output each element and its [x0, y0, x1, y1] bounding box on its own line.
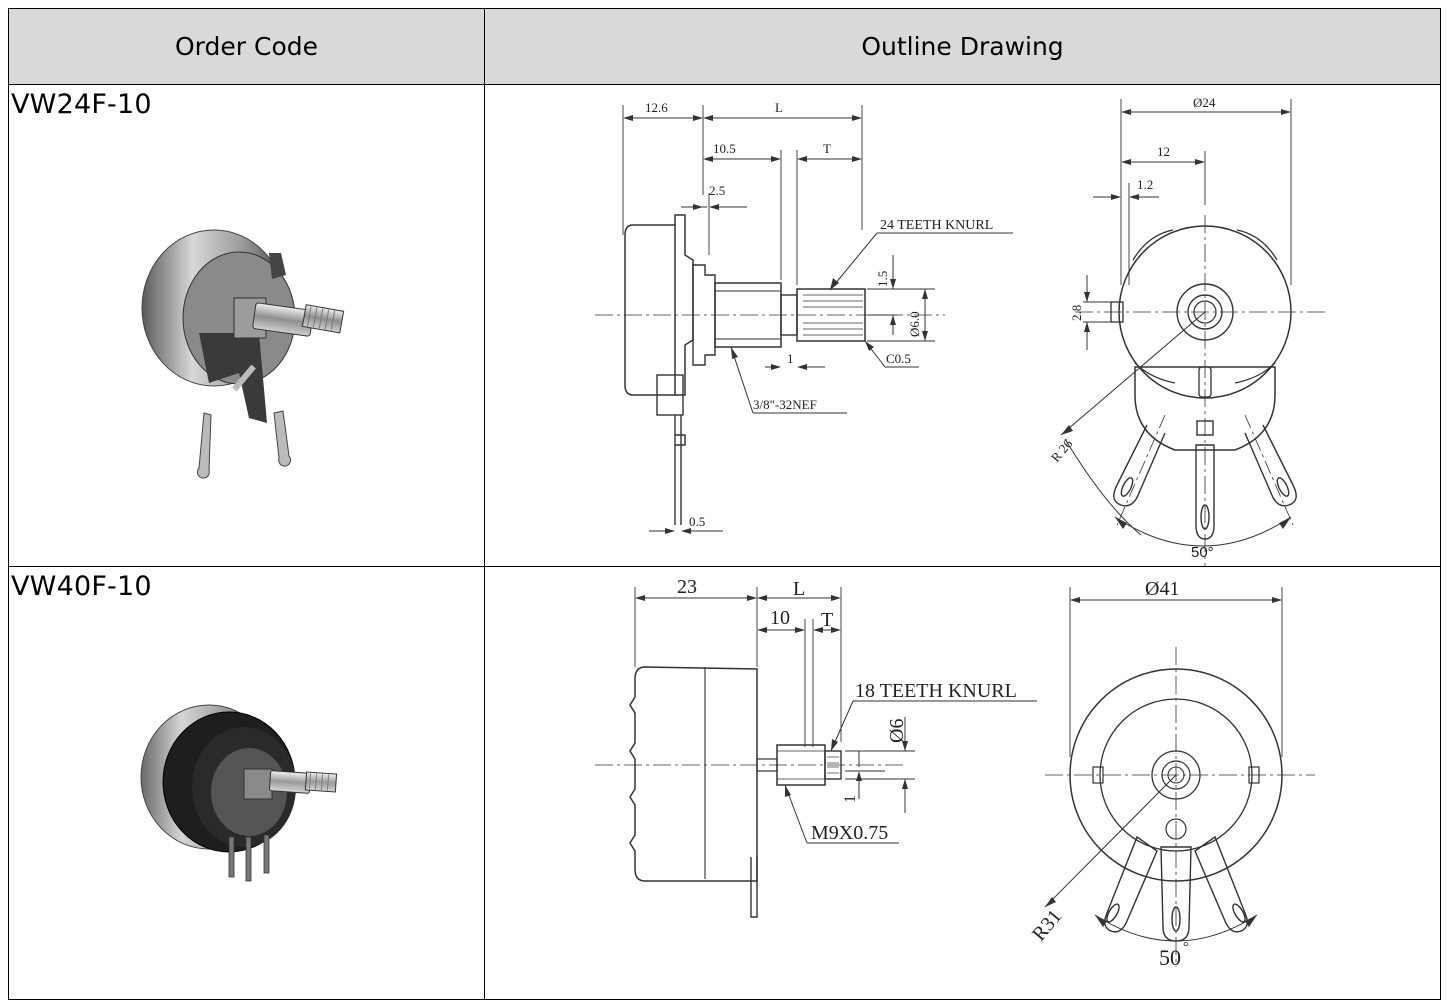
dim-gap: 1 — [787, 351, 794, 366]
spec-sheet: Order Code Outline Drawing VW24F-10 — [8, 8, 1441, 1001]
dim-shaft-dia: Ø6.0 — [907, 311, 922, 337]
order-code-cell: VW24F-10 — [8, 84, 485, 567]
note-knurl: 24 TEETH KNURL — [880, 218, 993, 233]
dim-body-depth: 23 — [677, 576, 697, 598]
outline-drawing-vw24f: 12.6 L 10.5 T 2 — [595, 95, 1325, 566]
outline-drawing-cell: 12.6 L 10.5 T 2 — [484, 84, 1441, 567]
order-code-cell: VW40F-10 — [8, 566, 485, 1000]
dim-flange: 2.5 — [709, 183, 725, 198]
potentiometer-photo — [141, 229, 345, 479]
table-row: VW40F-10 — [8, 566, 1441, 1000]
front-view: Ø24 12 1.2 — [1048, 95, 1325, 566]
dim-chamfer: C0.5 — [886, 351, 911, 366]
dim-bushing-length: 10 — [770, 607, 790, 629]
dim-tab-height: 2.8 — [1069, 305, 1084, 321]
front-view: Ø41 — [1028, 578, 1315, 970]
dim-terminal-thickness: 0.5 — [689, 514, 705, 529]
note-knurl: 18 TEETH KNURL — [855, 680, 1017, 702]
side-view: 23 L 10 T — [595, 576, 1037, 918]
dim-thread: M9X0.75 — [811, 822, 888, 844]
dim-half-dia: 12 — [1157, 144, 1170, 159]
dim-shaft-length: L — [793, 578, 805, 600]
dim-knurl-length: T — [823, 141, 831, 156]
dim-bushing-length: 10.5 — [713, 141, 736, 156]
dim-angle: 50° — [1191, 544, 1214, 561]
order-code: VW40F-10 — [11, 571, 152, 602]
header-row: Order Code Outline Drawing — [8, 8, 1441, 85]
dim-angle: 50 — [1159, 945, 1181, 970]
dim-shaft-length: L — [775, 100, 783, 115]
order-code: VW24F-10 — [11, 89, 152, 120]
header-order-code: Order Code — [8, 8, 485, 85]
dim-body-dia: Ø24 — [1193, 95, 1216, 110]
dim-knurl-depth: 1 — [842, 795, 859, 803]
dim-body-depth: 12.6 — [645, 100, 668, 115]
dim-shaft-dia: Ø6 — [886, 719, 908, 743]
header-outline-drawing: Outline Drawing — [484, 8, 1441, 85]
dim-radius: R31 — [1028, 906, 1066, 946]
dim-tab-offset: 1.2 — [1137, 177, 1153, 192]
outline-drawing-cell: 23 L 10 T — [484, 566, 1441, 1000]
dim-knurl-length: T — [821, 609, 833, 631]
table-row: VW24F-10 — [8, 84, 1441, 567]
potentiometer-photo — [140, 704, 338, 882]
outline-drawing-vw40f: 23 L 10 T — [595, 576, 1315, 970]
dim-knurl-depth: 1.5 — [875, 271, 890, 287]
side-view: 12.6 L 10.5 T 2 — [595, 100, 1013, 534]
dim-thread: 3/8"-32NEF — [753, 397, 817, 412]
dim-angle-degree: ° — [1183, 940, 1189, 955]
dim-body-dia: Ø41 — [1145, 578, 1179, 600]
product-table: Order Code Outline Drawing VW24F-10 — [8, 8, 1441, 1000]
